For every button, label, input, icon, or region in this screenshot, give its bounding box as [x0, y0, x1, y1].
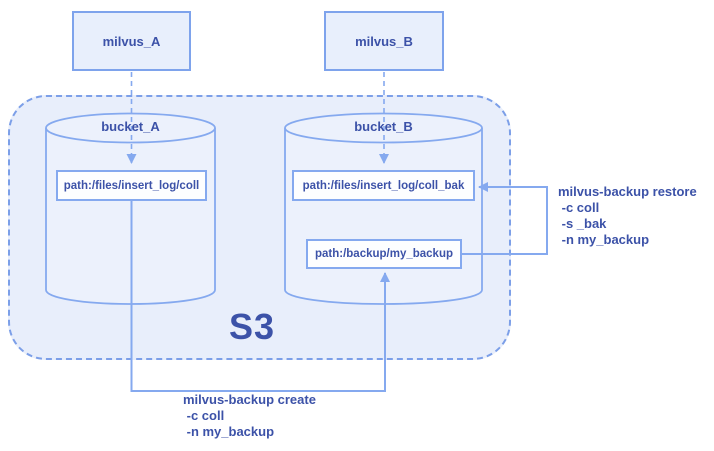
node-milvus-a-label: milvus_A — [102, 33, 161, 49]
node-path-insert-log-coll-bak: path:/files/insert_log/coll_bak — [292, 170, 475, 201]
restore-command-line-2: -c coll — [558, 200, 600, 215]
node-milvus-a: milvus_A — [72, 11, 191, 71]
node-path-insert-log-coll-label: path:/files/insert_log/coll — [63, 179, 200, 192]
bucket-b-label: bucket_B — [354, 119, 413, 134]
s3-label: S3 — [228, 306, 276, 347]
node-milvus-b-label: milvus_B — [355, 33, 413, 49]
bucket-a-label: bucket_A — [101, 119, 160, 134]
restore-command-line-3: -s _bak — [558, 216, 607, 231]
node-milvus-b: milvus_B — [324, 11, 444, 71]
restore-command-line-4: -n my_backup — [558, 232, 650, 247]
node-path-insert-log-coll-bak-label: path:/files/insert_log/coll_bak — [302, 179, 465, 192]
create-command-line-1: milvus-backup create — [183, 392, 316, 407]
create-command-text: milvus-backup create -c coll -n my_backu… — [183, 392, 316, 440]
restore-command-line-1: milvus-backup restore — [558, 184, 697, 199]
create-command-line-2: -c coll — [183, 408, 225, 423]
node-path-my-backup: path:/backup/my_backup — [306, 239, 462, 269]
node-path-my-backup-label: path:/backup/my_backup — [314, 248, 454, 260]
node-path-insert-log-coll: path:/files/insert_log/coll — [56, 170, 207, 201]
restore-command-text: milvus-backup restore -c coll -s _bak -n… — [558, 184, 697, 248]
create-command-line-3: -n my_backup — [183, 424, 275, 439]
